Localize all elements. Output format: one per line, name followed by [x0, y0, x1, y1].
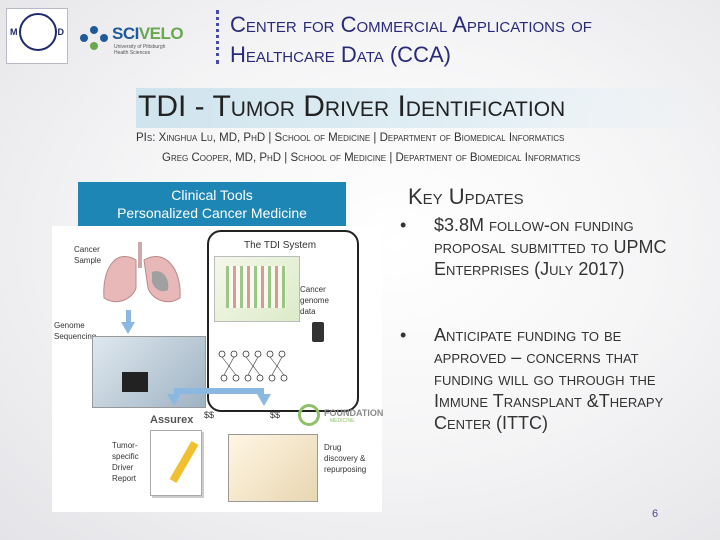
assurex-logo: Assurex — [150, 414, 194, 426]
page-number: 6 — [652, 508, 659, 520]
dollar-left-label: $$ — [204, 410, 215, 420]
key-updates-title: Key Updates — [408, 184, 524, 209]
tumor-report-label: Tumor- specific Driver Report — [112, 441, 139, 483]
seal-ring — [19, 13, 57, 51]
clinical-tools-header: Clinical Tools Personalized Cancer Medic… — [78, 182, 346, 226]
key-update-bullet-1: • $3.8M follow-on funding proposal submi… — [400, 214, 700, 304]
key-update-text-2: Anticipate funding to be approved – conc… — [434, 325, 664, 433]
foundation-logo-sub: MEDICINE — [330, 418, 355, 424]
cancer-genome-data-label: Cancer genome data — [300, 285, 329, 316]
dollar-right-label: $$ — [270, 410, 281, 420]
report-document-icon — [150, 430, 202, 496]
seal-letter-left: M — [10, 27, 18, 37]
flow-arrow-right-icon — [257, 394, 271, 406]
foundation-logo-icon — [298, 404, 320, 426]
slide-title: TDI - Tumor Driver Identification — [138, 90, 566, 123]
pi-line-1: PIs: Xinghua Lu, MD, PhD | School of Med… — [136, 132, 565, 144]
title-band — [136, 88, 716, 128]
foundation-logo-text: FOUNDATION — [324, 408, 384, 418]
seal-letter-right: D — [57, 27, 65, 37]
center-title: Center for Commercial Applications of He… — [230, 12, 592, 67]
arrow-shaft — [126, 310, 131, 324]
flow-arrow-left-icon — [167, 394, 181, 406]
pis-block: PIs: Xinghua Lu, MD, PhD | School of Med… — [136, 128, 716, 168]
server-icon — [312, 322, 324, 342]
scivelo-subtext: University of Pittsburgh Health Sciences — [114, 44, 166, 56]
scivelo-wordmark: SCIVELO — [112, 24, 184, 43]
sequencing-lab-image — [92, 336, 206, 408]
key-update-text-1: $3.8M follow-on funding proposal submitt… — [434, 215, 667, 279]
cancer-sample-label: Cancer Sample — [74, 245, 102, 265]
flow-arrow-bar — [174, 388, 264, 394]
sequencer-device-icon — [122, 372, 148, 392]
network-graph-icon — [218, 350, 288, 382]
drug-discovery-image — [228, 434, 318, 502]
tdi-system-label: The TDI System — [244, 240, 317, 251]
scivelo-logo: SCIVELO University of Pittsburgh Health … — [80, 18, 190, 62]
genome-plot-icon — [226, 266, 286, 308]
arrow-down-icon — [121, 322, 135, 334]
genome-sequencing-label: Genome Sequencing — [54, 321, 97, 341]
scivelo-dots-icon — [80, 24, 110, 54]
bullet-icon: • — [400, 325, 407, 345]
key-update-bullet-2: • Anticipate funding to be approved – co… — [400, 324, 700, 464]
pi-line-2: Greg Cooper, MD, PhD | School of Medicin… — [162, 152, 581, 164]
drug-discovery-label: Drug discovery & repurposing — [324, 443, 367, 474]
header-divider — [216, 10, 222, 64]
seal-logo: M D — [6, 8, 68, 64]
lungs-icon — [103, 242, 181, 303]
bullet-icon: • — [400, 215, 407, 235]
